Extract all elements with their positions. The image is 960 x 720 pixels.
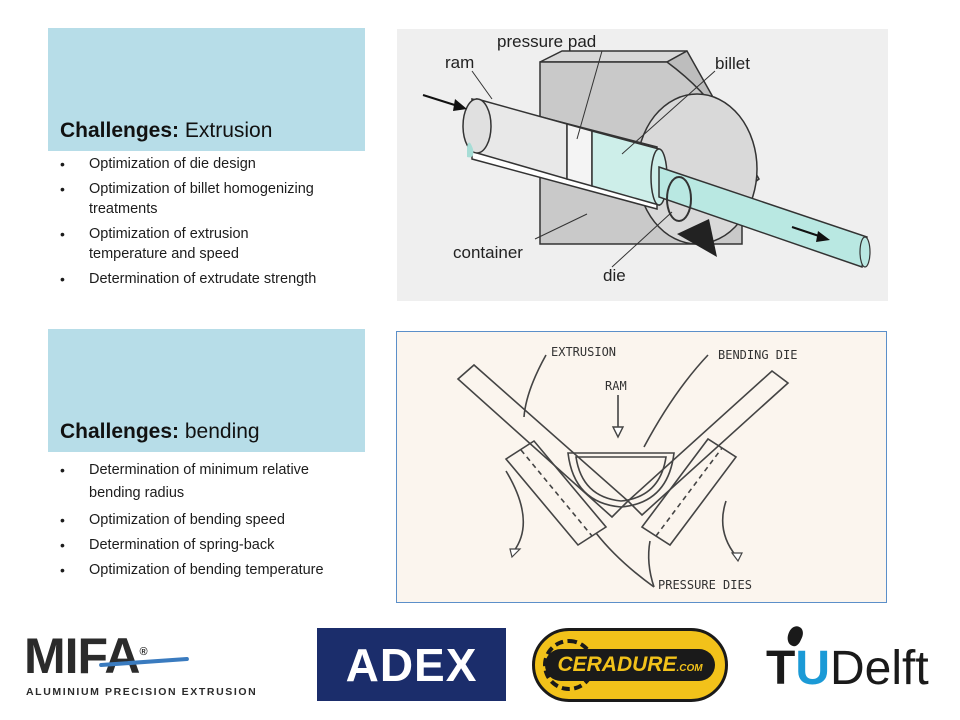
label-pressure-dies: PRESSURE DIES xyxy=(658,578,752,592)
tudelft-logo: TUDelft xyxy=(766,623,936,698)
list-item: Optimization of billet homogenizing trea… xyxy=(60,179,330,219)
bending-bullet-list: Determination of minimum relative bendin… xyxy=(60,459,335,585)
adex-wordmark: ADEX xyxy=(345,638,478,691)
list-item: Optimization of extrusion temperature an… xyxy=(60,224,330,264)
mifa-tagline: ALUMINIUM PRECISION EXTRUSION xyxy=(26,686,258,698)
tud-u: U xyxy=(795,642,830,695)
bending-diagram: EXTRUSION BENDING DIE RAM PRESSURE DIES xyxy=(396,331,887,603)
extrusion-bullet-list: Optimization of die design Optimization … xyxy=(60,154,330,294)
adex-logo: ADEX xyxy=(317,628,506,701)
label-bending-die: BENDING DIE xyxy=(718,348,797,362)
extrusion-diagram: pressure pad ram billet container die xyxy=(397,29,888,301)
list-item: Optimization of die design xyxy=(60,154,330,174)
label-extrusion: EXTRUSION xyxy=(551,345,616,359)
ceradure-wordmark: CERADURE xyxy=(557,653,677,676)
label-ram: RAM xyxy=(605,379,627,393)
extrusion-header: Challenges: Extrusion xyxy=(48,28,365,151)
bending-title-bold: Challenges: xyxy=(60,420,180,443)
extrusion-title: Challenges: Extrusion xyxy=(60,119,272,143)
list-item: Optimization of bending speed xyxy=(60,510,335,530)
label-container: container xyxy=(453,243,523,262)
list-item: Determination of extrudate strength xyxy=(60,269,330,289)
label-pressure-pad: pressure pad xyxy=(497,32,596,51)
tud-delft: Delft xyxy=(830,642,929,695)
label-die: die xyxy=(603,266,626,285)
list-item: Determination of minimum relative bendin… xyxy=(60,459,335,505)
tud-t: T xyxy=(766,642,796,695)
mifa-logo: MIFA® ALUMINIUM PRECISION EXTRUSION xyxy=(24,630,294,700)
mifa-registered: ® xyxy=(139,646,147,658)
bending-title: Challenges: bending xyxy=(60,420,260,444)
label-ram: ram xyxy=(445,53,474,72)
list-item: Optimization of bending temperature xyxy=(60,560,335,580)
bending-title-rest: bending xyxy=(179,420,260,443)
extrusion-title-bold: Challenges: xyxy=(60,119,180,142)
label-billet: billet xyxy=(715,54,750,73)
ceradure-logo: CERADURE.COM xyxy=(532,628,728,702)
list-item: Determination of spring-back xyxy=(60,535,335,555)
bending-header: Challenges: bending xyxy=(48,329,365,452)
extrusion-title-rest: Extrusion xyxy=(179,119,273,142)
ceradure-suffix: .COM xyxy=(676,663,703,674)
mifa-name: MIFA xyxy=(24,628,140,684)
